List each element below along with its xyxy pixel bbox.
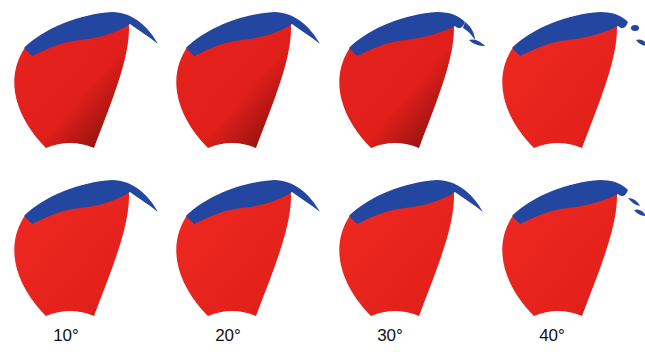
angle-label: 40° [539, 326, 565, 346]
angle-label: 30° [377, 326, 403, 346]
blade [14, 180, 158, 316]
blade [14, 12, 158, 148]
blade [339, 12, 485, 148]
angle-label: 20° [215, 326, 241, 346]
blade [502, 12, 645, 148]
blade [176, 12, 320, 148]
blade [339, 180, 483, 316]
blade [502, 180, 645, 316]
blade [176, 180, 320, 316]
angle-label: 10° [53, 326, 79, 346]
